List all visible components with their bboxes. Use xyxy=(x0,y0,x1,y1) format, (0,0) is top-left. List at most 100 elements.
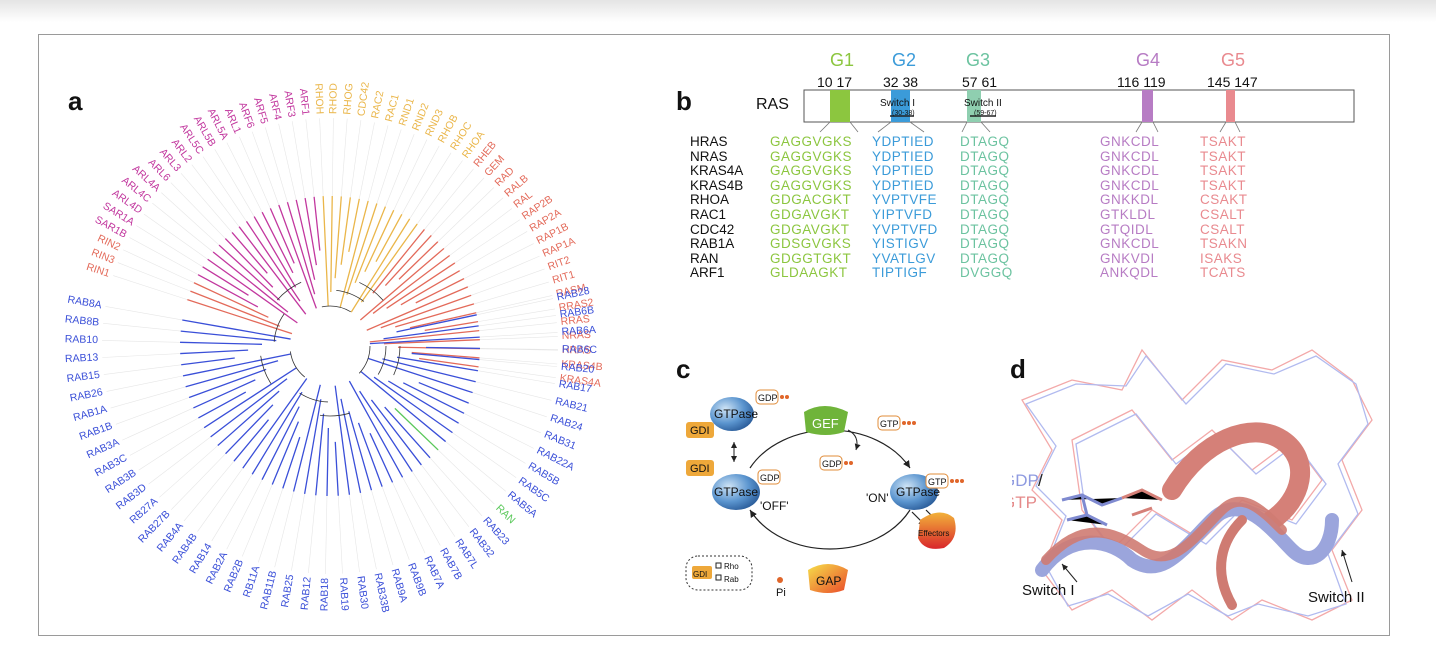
tree-branch xyxy=(369,336,480,345)
leaf-guide-line xyxy=(278,123,297,200)
leaf-guide-line xyxy=(477,370,555,384)
tree-branch xyxy=(359,247,445,321)
motif-g1-seq: GDSGVGKS xyxy=(770,236,852,252)
tree-leaf-label: HRAS xyxy=(562,344,591,357)
tree-branch xyxy=(202,266,249,296)
tree-branch xyxy=(282,436,301,489)
motif-row-name: KRAS4B xyxy=(690,177,744,193)
leaf-guide-line xyxy=(463,243,534,279)
tree-branch xyxy=(409,312,477,329)
tree-branch xyxy=(382,358,476,383)
tree-leaf-label: RAB8A xyxy=(67,294,103,312)
tree-branch xyxy=(418,381,469,404)
leaf-guide-line xyxy=(105,306,183,321)
leaf-guide-line xyxy=(183,461,235,522)
tree-branch xyxy=(218,244,281,301)
leaf-guide-line xyxy=(393,139,428,211)
motif-g5-seq: CSALT xyxy=(1200,207,1246,222)
tree-branch xyxy=(238,226,307,315)
motif-g1-seq: GLDAAGKT xyxy=(770,265,848,281)
leaf-guide-line xyxy=(477,308,556,322)
leaf-guide-line xyxy=(350,120,362,198)
gdi-icon xyxy=(686,422,714,438)
tree-branch xyxy=(373,376,453,434)
tree-leaf-label: RAB6B xyxy=(559,304,595,321)
switch1-structure-label: Switch I xyxy=(1022,582,1075,599)
tree-branch xyxy=(350,218,411,313)
motif-g4-seq: GNKVDI xyxy=(1100,250,1155,266)
panel-label-b: b xyxy=(676,86,692,116)
motif-g3-seq: DTAGQ xyxy=(960,250,1010,266)
leaf-guide-line xyxy=(416,160,463,225)
leaf-guide-line xyxy=(367,125,389,202)
leaf-guide-line xyxy=(472,392,547,418)
leaf-guide-line xyxy=(129,417,199,456)
leaf-guide-line xyxy=(159,445,218,498)
leaf-guide-line xyxy=(473,281,549,305)
motif-header-g3: G3 xyxy=(966,50,991,70)
leaf-guide-line xyxy=(291,121,306,199)
tree-leaf-label: RAB10 xyxy=(65,333,99,346)
motif-panel: G1 G2 G3 G4 G5 10 17 32 38 57 61 116 119… xyxy=(680,44,1380,344)
tree-leaf-label: KRAS4A xyxy=(559,372,602,390)
tree-branch xyxy=(369,432,394,483)
motif-row-name: NRAS xyxy=(690,148,728,164)
tree-branch xyxy=(207,258,298,324)
motif-g3-seq: DVGGQ xyxy=(960,265,1013,281)
gtpase-icon xyxy=(710,397,754,431)
tree-leaf-label: RAB11B xyxy=(258,570,279,611)
leaf-guide-line xyxy=(479,359,558,367)
tree-branch xyxy=(340,197,351,265)
tree-leaf-label: RHOD xyxy=(327,83,339,115)
motif-g1-seq: GDGGTGKT xyxy=(770,250,852,266)
gap-icon xyxy=(808,564,848,593)
tree-branch xyxy=(233,419,270,462)
motif-g4-seq: ANKQDL xyxy=(1100,265,1159,281)
leaf-guide-line xyxy=(257,488,284,563)
clade-arc xyxy=(259,275,401,417)
gtp-label-top: GTP xyxy=(880,419,899,429)
leaf-guide-line xyxy=(305,119,315,197)
tree-leaf-label: RAB18 xyxy=(318,578,331,612)
tree-branch xyxy=(313,196,321,251)
leaf-guide-line xyxy=(337,495,343,574)
tree-branch xyxy=(180,341,263,345)
tree-branch xyxy=(383,339,480,345)
leaf-guide-line xyxy=(479,348,558,350)
tree-leaf-label: RAB30 xyxy=(354,575,370,610)
motif-g1-seq: GDGACGKT xyxy=(770,192,852,208)
motif-g5-seq: TSAKT xyxy=(1200,134,1247,149)
leaf-guide-line xyxy=(476,298,554,316)
tree-branch xyxy=(188,368,267,399)
leaf-guide-line xyxy=(325,495,328,574)
leaf-guide-line xyxy=(479,322,557,331)
tree-branch xyxy=(424,320,479,332)
leaf-guide-line xyxy=(143,213,208,260)
tree-leaf-label: ARF4 xyxy=(266,92,284,121)
motif-g4-seq: GNKCDL xyxy=(1100,163,1160,179)
tree-branch xyxy=(394,407,439,451)
tree-leaf-label: RAB25 xyxy=(279,573,296,608)
leaf-guide-line xyxy=(171,453,226,510)
tree-leaf-label: RB11A xyxy=(241,564,263,599)
motif-g2-seq: YDPTIED xyxy=(872,163,935,179)
legend-gdi: GDI xyxy=(693,570,707,579)
motif-g1-seq: GAGGVGKS xyxy=(770,148,853,164)
motif-g4-seq: GNKCDL xyxy=(1100,148,1160,164)
motif-g4-seq: GTQIDL xyxy=(1100,221,1154,237)
motif-row-name: ARF1 xyxy=(690,265,725,281)
leaf-guide-line xyxy=(152,202,214,253)
tree-branch xyxy=(210,378,288,438)
leaf-guide-line xyxy=(123,249,195,284)
motif-pos-g5: 145 147 xyxy=(1207,74,1258,90)
gef-label: GEF xyxy=(812,416,839,431)
leaf-guide-line xyxy=(291,493,305,571)
tree-leaf-label: RRAS xyxy=(560,313,590,328)
motif-row-name: KRAS4A xyxy=(690,163,744,179)
leaf-guide-line xyxy=(431,177,485,236)
motif-g5-seq: CSAKT xyxy=(1200,192,1248,208)
motif-row-name: RAB1A xyxy=(690,236,735,252)
tree-leaf-label: ARF3 xyxy=(281,90,297,119)
tree-branch xyxy=(346,203,378,295)
leaf-guide-line xyxy=(443,197,504,249)
